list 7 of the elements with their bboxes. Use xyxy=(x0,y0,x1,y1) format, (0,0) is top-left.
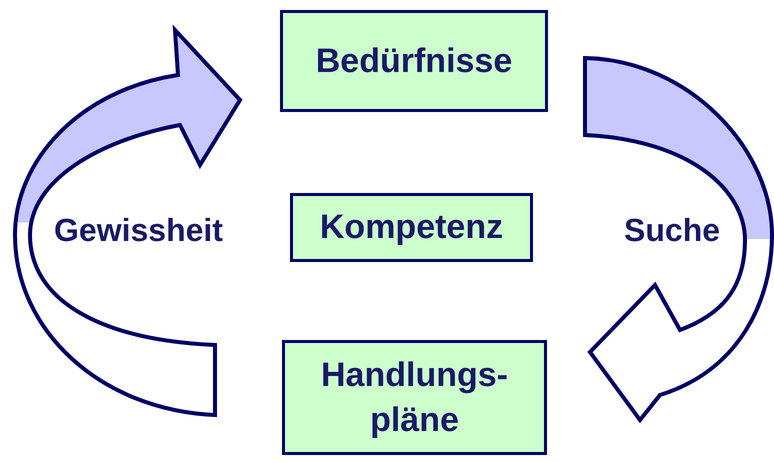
node-label: Handlungs- pläne xyxy=(320,355,509,440)
node-label: Bedürfnisse xyxy=(316,40,512,82)
process-box xyxy=(290,193,533,262)
process-box xyxy=(280,10,548,112)
node-label: Kompetenz xyxy=(320,207,504,248)
process-box xyxy=(282,340,547,455)
curved-block-arrow xyxy=(583,56,774,422)
